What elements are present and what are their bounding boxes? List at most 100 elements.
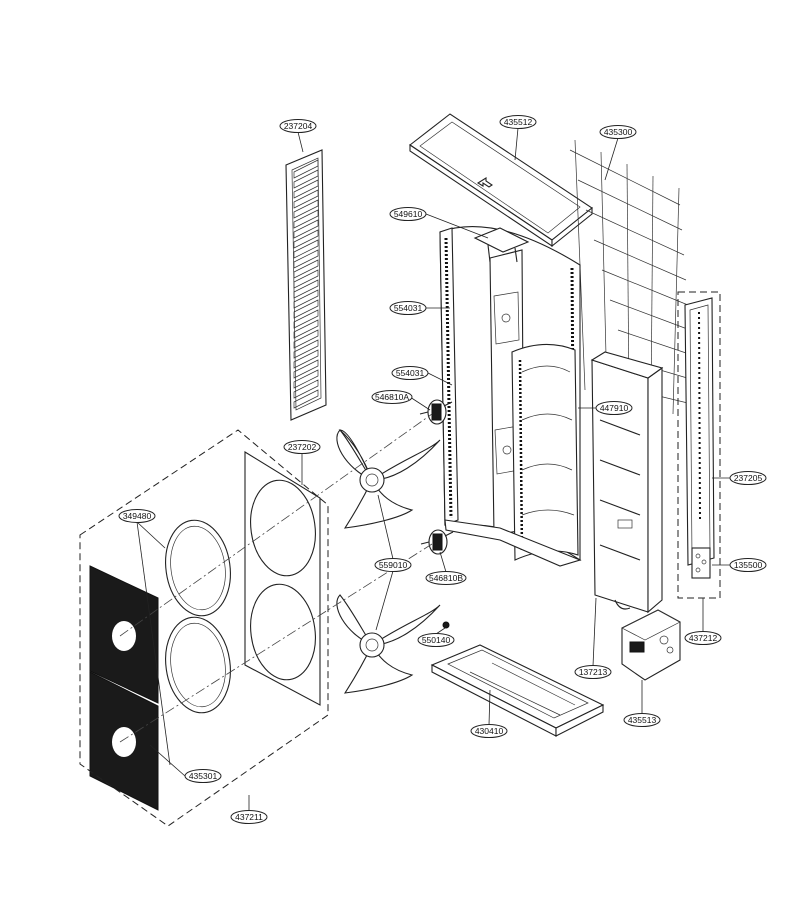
part-number-label: 237205 [734, 473, 763, 483]
callout-oval [499, 115, 537, 129]
part-number-label: 237202 [288, 442, 317, 452]
grille-slat [293, 329, 319, 349]
leader-line [604, 137, 619, 181]
callout-oval [417, 633, 455, 647]
callout-435513: 435513 [623, 713, 661, 727]
front-panel-237202 [244, 451, 321, 706]
fan-guard-rings-349480 [165, 519, 231, 714]
callout-237202: 237202 [283, 440, 321, 454]
part-number-label: 546810A [375, 392, 409, 402]
top-cover-435512 [409, 113, 593, 248]
callout-oval [684, 631, 722, 645]
leader-line [592, 597, 597, 667]
wire-guard-rod [593, 239, 687, 281]
callout-oval [729, 471, 767, 485]
grille-slat [293, 369, 319, 389]
main-housing-frame [439, 226, 582, 567]
grille-slat [293, 289, 319, 309]
callout-237204: 237204 [279, 119, 317, 133]
callout-349480: 349480 [118, 509, 156, 523]
callout-559010: 559010 [374, 558, 412, 572]
callout-oval [371, 390, 413, 404]
callout-430410: 430410 [470, 724, 508, 738]
grille-slat [293, 379, 319, 399]
grille-slat [293, 389, 319, 409]
grille-slat [293, 169, 319, 189]
callout-oval [118, 509, 156, 523]
grille-slat [293, 179, 319, 199]
part-number-label: 137213 [579, 667, 608, 677]
leader-line [375, 570, 394, 631]
wire-guard-rod [672, 187, 680, 415]
nut-550140 [442, 621, 450, 629]
side-grille-237204 [285, 149, 327, 421]
part-number-label: 447910 [600, 403, 629, 413]
leader-line [439, 551, 447, 573]
grille-slat [293, 349, 319, 369]
callout-435301: 435301 [184, 769, 222, 783]
grille-slat [293, 219, 319, 239]
part-number-label: 435301 [189, 771, 218, 781]
grille-slat [293, 209, 319, 229]
callout-oval [574, 665, 612, 679]
grille-slat [293, 249, 319, 269]
callout-237205: 237205 [729, 471, 767, 485]
part-number-label: 549610 [394, 209, 423, 219]
side-panel-137213 [590, 351, 664, 614]
part-number-label: 435513 [628, 715, 657, 725]
callout-oval [470, 724, 508, 738]
leader-line [409, 396, 431, 411]
callout-437211: 437211 [230, 810, 268, 824]
assembly-boundary-437211 [79, 429, 329, 827]
fan-blade-lower [336, 594, 441, 694]
base-pan-430410 [430, 644, 605, 737]
axis-centerlines [119, 413, 433, 743]
leader-line [136, 521, 171, 766]
callout-oval [279, 119, 317, 133]
wire-guard-rod [617, 329, 693, 356]
leader-line [488, 689, 491, 726]
callout-550140: 550140 [417, 633, 455, 647]
callout-435512: 435512 [499, 115, 537, 129]
grille-slat [293, 309, 319, 329]
discharge-grilles-435301 [89, 565, 159, 811]
leader-line [297, 131, 304, 153]
callout-oval [595, 401, 633, 415]
part-number-label: 554031 [396, 368, 425, 378]
service-panel-assembly-437212 [677, 291, 721, 599]
leader-line [435, 627, 446, 635]
part-number-label: 559010 [379, 560, 408, 570]
fan-motor-lower-546810b [420, 529, 454, 555]
part-number-label: 349480 [123, 511, 152, 521]
grille-slat [293, 359, 319, 379]
grille-slat [293, 259, 319, 279]
part-number-label: 546810B [429, 573, 463, 583]
leader-line [514, 127, 519, 161]
part-number-label: 435512 [504, 117, 533, 127]
callout-oval [391, 366, 429, 380]
grille-slat [293, 339, 319, 359]
part-number-label: 237204 [284, 121, 313, 131]
control-box-435513 [621, 609, 681, 681]
callout-oval [729, 558, 767, 572]
leader-line [427, 372, 453, 386]
part-number-label: 550140 [422, 635, 451, 645]
wire-guard-rod [601, 269, 689, 306]
wire-guard-rod [569, 149, 681, 206]
callout-oval [374, 558, 412, 572]
leader-line [149, 744, 186, 777]
grille-slat [293, 299, 319, 319]
part-number-label: 554031 [394, 303, 423, 313]
grille-slat [293, 189, 319, 209]
grille-slat [293, 229, 319, 249]
leader-line [136, 521, 166, 549]
fan-motor-upper-546810a [419, 399, 453, 425]
part-number-label: 437211 [235, 812, 263, 822]
callout-546810a: 546810A [371, 390, 413, 404]
callout-447910: 447910 [595, 401, 633, 415]
callout-554031: 554031 [389, 301, 427, 315]
callout-546810b: 546810B [425, 571, 467, 585]
grille-slat [293, 239, 319, 259]
